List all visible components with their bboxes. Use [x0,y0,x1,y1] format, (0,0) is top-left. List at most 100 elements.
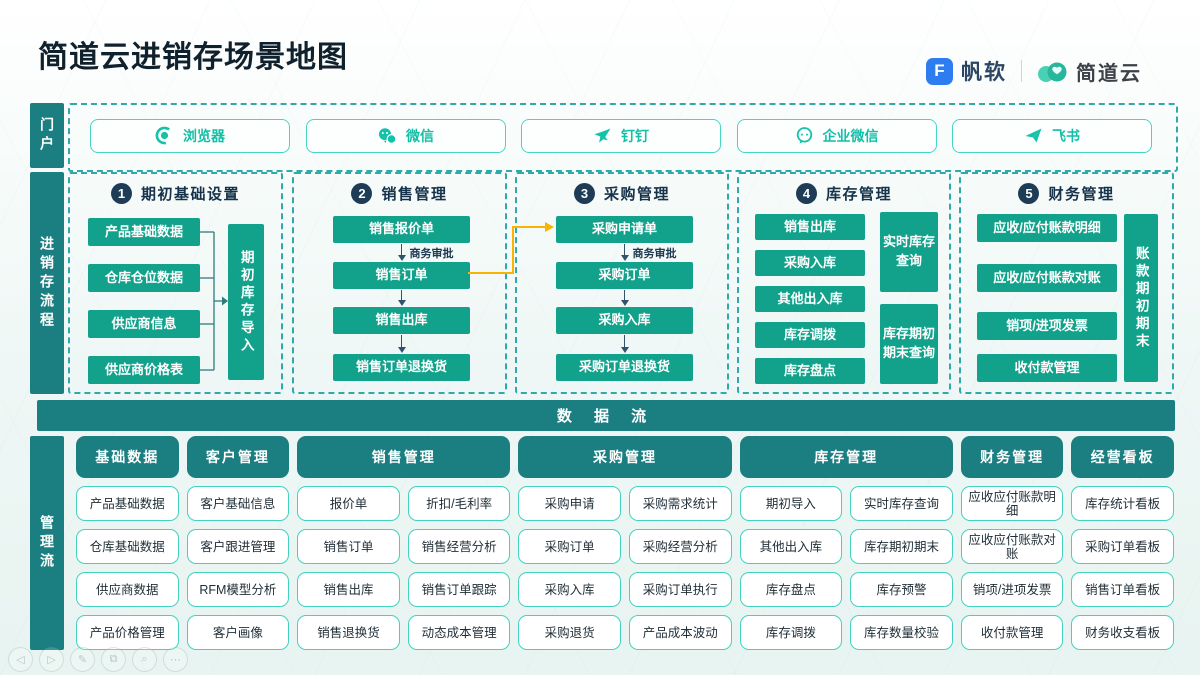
down-arrow-icon [619,290,631,306]
approval-step-label: 商务审批 [409,248,454,260]
arrow-head [397,300,406,306]
management-cell: 收付款管理 [960,615,1064,650]
feishu-icon [1024,126,1043,145]
management-header-5: 库存管理 [739,436,953,478]
flow-node-label: 应收/应付账款对账 [993,269,1101,285]
management-header-1: 基础数据 [76,436,179,478]
flow-node-side-label: 账款期初期末 [1133,245,1149,351]
flow-node: 供应商信息 [88,310,200,338]
management-cell: 采购退货 [518,615,621,650]
arrow-line [400,290,403,300]
browser-icon [155,126,174,145]
jiandaoyun-logo: 简道云 [1036,57,1142,86]
flow-node: 库存调拨 [755,322,865,348]
management-cell: 销项/进项发票 [960,572,1064,607]
management-cell: 产品价格管理 [76,615,179,650]
management-cell: 销售订单看板 [1071,572,1174,607]
portal-item-label: 企业微信 [822,127,879,144]
flow-node-label: 仓库仓位数据 [104,269,183,285]
page-title: 简道云进销存场景地图 [38,41,348,74]
management-cell: 库存数量校验 [850,615,953,650]
flow-node-label: 销售订单退换货 [355,359,447,375]
step-number-badge: 4 [795,183,817,204]
flow-column-title: 库存管理 [825,186,892,203]
flow-node-label: 应收/应付账款明细 [993,219,1101,235]
jiandaoyun-logo-text: 简道云 [1076,62,1142,85]
arrow-head [397,347,406,353]
mini-toolbar: ◁▷✎⧉⌕⋯ [8,647,188,672]
portal-item-label: 飞书 [1052,127,1080,144]
brand-logos: F 帆软 简道云 [926,56,1142,86]
copy-button[interactable]: ⧉ [101,647,126,672]
arrow-line [623,290,626,300]
step-number-badge: 1 [110,183,132,204]
flow-node-label: 采购订单退换货 [578,359,670,375]
flow-node-label: 供应商信息 [111,315,177,331]
portal-item-label: 浏览器 [183,127,225,144]
approval-step-label: 商务审批 [632,248,677,260]
back-button[interactable]: ◁ [8,647,33,672]
portal-item-label: 微信 [406,127,434,144]
step-number-badge: 5 [1018,183,1040,204]
flow-node-label: 销项/进项发票 [1006,317,1088,333]
management-cell: 销售订单 [297,529,400,564]
management-cell: 应收应付账款对账 [960,529,1064,564]
flow-node-label: 库存盘点 [783,362,836,378]
wechat-icon [377,127,397,145]
management-cell: 实时库存查询 [850,486,953,521]
portal-item-1: 浏览器 [90,118,290,153]
management-cell: 销售退换货 [297,615,400,650]
portal-item-4: 企业微信 [736,118,937,153]
wecom-icon [795,126,814,145]
down-arrow-icon [619,244,631,261]
management-cell: 库存期初期末 [850,529,953,564]
fanruan-logo-text: 帆软 [961,61,1007,84]
management-cell: 库存预警 [850,572,953,607]
flow-node: 销售订单 [333,262,470,289]
management-header-3: 销售管理 [297,436,511,478]
management-cell: 应收应付账款明细 [960,486,1064,521]
flow-node-label: 采购申请单 [591,221,657,237]
flow-node-label: 其他出入库 [777,290,843,306]
flow-row-label: 进销存流程 [30,172,64,394]
flow-node-label: 销售出库 [783,218,836,234]
flow-node: 销售出库 [755,214,865,240]
management-cell: 客户基础信息 [186,486,290,521]
flow-node: 采购订单退换货 [556,354,693,381]
flow-column-title: 期初基础设置 [140,186,240,203]
arrow-head [620,347,629,353]
arrow-line [623,244,626,255]
management-cell: 客户跟进管理 [186,529,290,564]
portal-item-3: 钉钉 [521,118,721,153]
edit-button[interactable]: ✎ [70,647,95,672]
flow-node-label: 供应商价格表 [104,361,183,377]
management-cell: 库存调拨 [739,615,843,650]
more-button[interactable]: ⋯ [163,647,188,672]
flow-node: 采购入库 [556,307,693,334]
zoom-button[interactable]: ⌕ [132,647,157,672]
down-arrow-icon [396,244,408,261]
management-cell: 销售出库 [297,572,400,607]
management-cell: 库存盘点 [739,572,843,607]
logo-divider [1021,60,1022,82]
down-arrow-icon [396,290,408,306]
management-cell: 采购订单看板 [1071,529,1174,564]
management-cell: 客户画像 [186,615,290,650]
forward-button[interactable]: ▷ [39,647,64,672]
flow-node-side: 实时库存查询 [880,212,938,292]
flow-node: 采购订单 [556,262,693,289]
flow-node: 销项/进项发票 [977,312,1117,340]
management-row-label: 管理流 [30,436,64,650]
arrow-line [400,244,403,255]
management-cell: 采购订单 [518,529,621,564]
portal-item-5: 飞书 [952,118,1152,153]
arrow-head [620,300,629,306]
fanruan-logo: F 帆软 [926,56,1007,86]
management-cell: 供应商数据 [76,572,179,607]
flow-node-initial-import: 期初库存导入 [228,224,264,380]
management-cell: 销售经营分析 [407,529,511,564]
fanruan-logo-icon: F [926,57,953,85]
